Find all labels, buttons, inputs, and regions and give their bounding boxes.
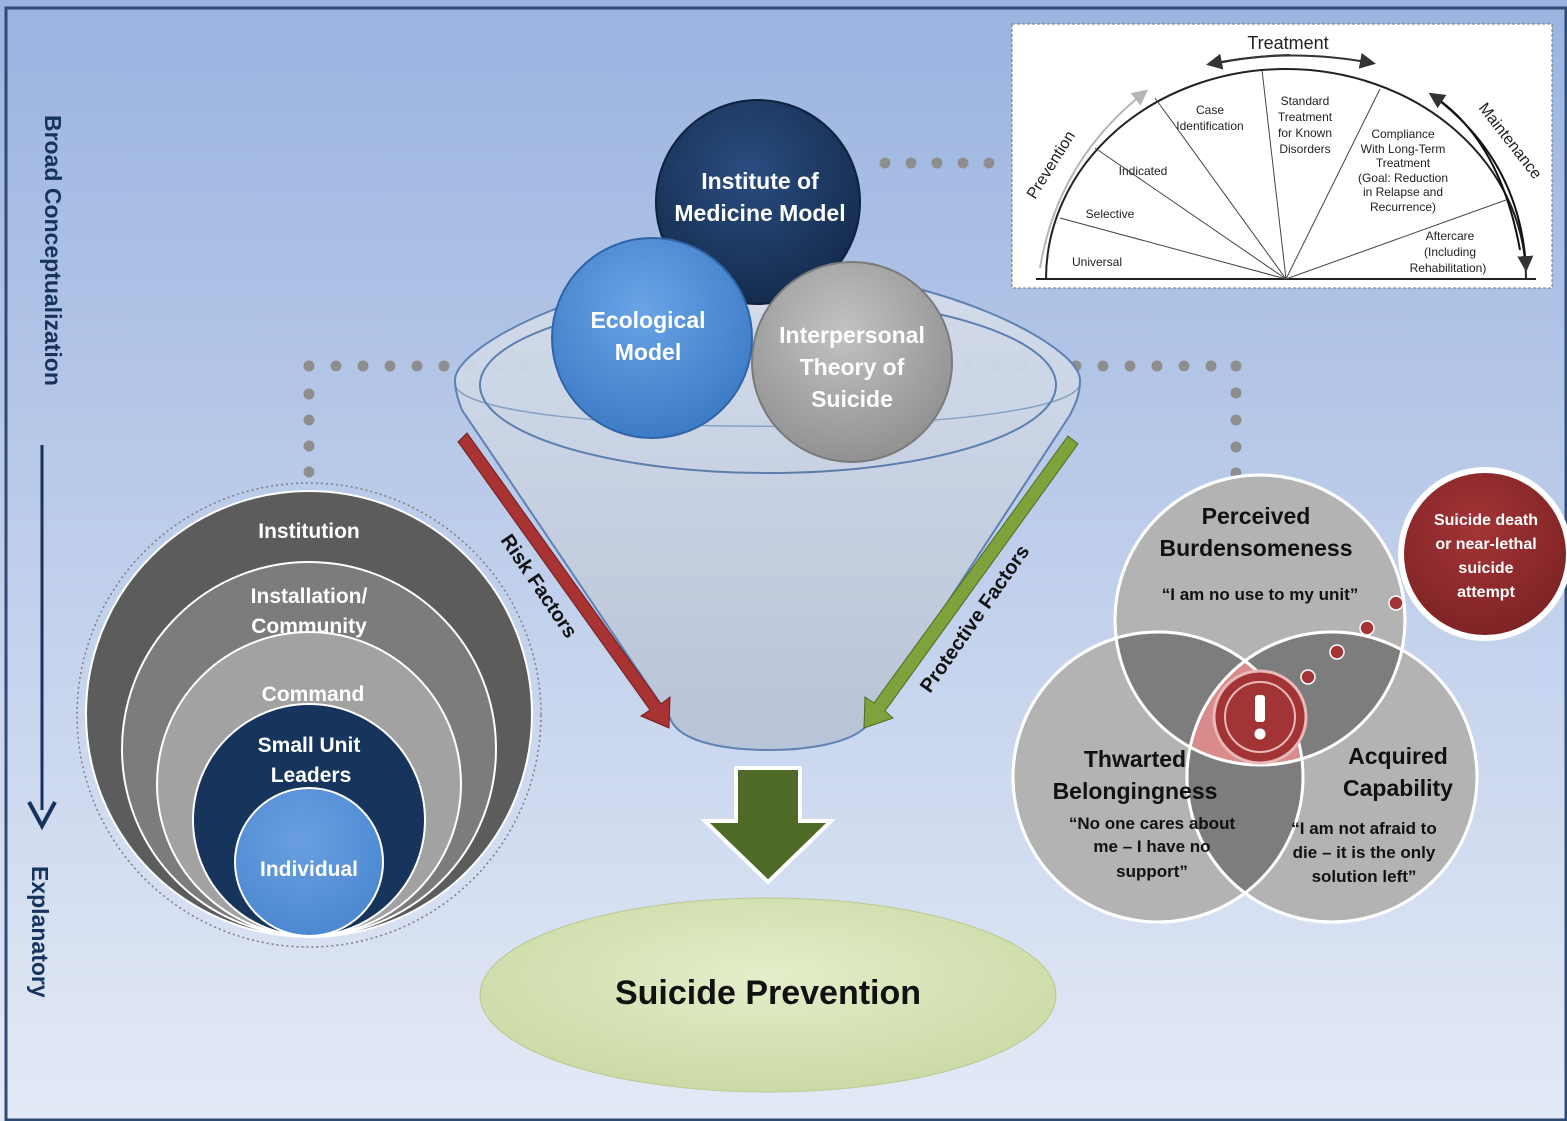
capability-title-line1: Acquired — [1348, 743, 1448, 769]
small-unit-line1: Small Unit — [258, 734, 361, 757]
interpersonal-line3: Suicide — [811, 386, 893, 412]
iom-model-circle — [655, 99, 861, 305]
universal-label: Universal — [1072, 255, 1122, 269]
axis-bottom-label: Explanatory — [27, 866, 53, 998]
individual-circle — [234, 787, 384, 937]
spectrum-dividers — [1059, 69, 1507, 280]
burdensomeness-title-line2: Burdensomeness — [1159, 535, 1352, 561]
compliance-line5: in Relapse and — [1363, 185, 1443, 199]
badge-circle — [1404, 473, 1566, 635]
institution-label: Institution — [258, 520, 359, 543]
ecological-outer-ring — [76, 482, 542, 948]
belongingness-quote-line3: support” — [1116, 862, 1188, 881]
iom-model-line2: Medicine Model — [674, 200, 845, 226]
belongingness-quote-line2: me – I have no — [1093, 837, 1210, 856]
compliance-line1: Compliance — [1371, 127, 1435, 141]
burdensomeness-quote: “I am no use to my unit” — [1162, 585, 1358, 604]
capability-quote-line2: die – it is the only — [1293, 843, 1436, 862]
belongingness-quote-line1: “No one cares about — [1069, 814, 1236, 833]
protective-arrow-icon — [863, 435, 1079, 729]
interpersonal-venn: Perceived Burdensomeness “I am no use to… — [1011, 473, 1479, 924]
risk-arrow-icon — [457, 432, 671, 729]
ecological-levels: Institution Installation/ Community Comm… — [76, 482, 542, 948]
suicide-prevention-ellipse — [479, 897, 1057, 1093]
individual-label: Individual — [260, 858, 358, 881]
funnel-rim-shadow — [454, 384, 1081, 427]
compliance-line3: Treatment — [1376, 156, 1431, 170]
interpersonal-line2: Theory of — [800, 354, 905, 380]
capability-quote-line3: solution left” — [1312, 867, 1417, 886]
suicide-prevention-label: Suicide Prevention — [615, 974, 921, 1012]
small-unit-line2: Leaders — [271, 764, 352, 787]
interpersonal-line1: Interpersonal — [779, 322, 925, 348]
compliance-line6: Recurrence) — [1370, 200, 1436, 214]
treatment-label: Treatment — [1247, 33, 1328, 53]
badge-line3: suicide — [1458, 560, 1513, 577]
badge-line1: Suicide death — [1434, 512, 1538, 529]
standard-treatment-line1: Standard — [1281, 94, 1330, 108]
down-arrow-icon — [700, 766, 836, 885]
ecological-line1: Ecological — [590, 307, 705, 333]
standard-treatment-line3: for Known — [1278, 126, 1332, 140]
installation-line1: Installation/ — [251, 585, 368, 608]
model-circles: Institute of Medicine Model Interpersona… — [551, 99, 953, 463]
burdensomeness-title-line1: Perceived — [1202, 503, 1311, 529]
maintenance-arrow-back-icon — [1428, 92, 1521, 251]
suicide-attempt-badge: Suicide death or near-lethal suicide att… — [1398, 467, 1567, 641]
compliance-line4: (Goal: Reduction — [1358, 171, 1448, 185]
escalation-dots — [1300, 595, 1404, 685]
ecological-model-circle — [551, 237, 753, 439]
axis-arrowhead-icon — [27, 801, 57, 831]
badge-line2: or near-lethal — [1435, 536, 1536, 553]
case-identification-line2: Identification — [1176, 119, 1243, 133]
aftercare-line1: Aftercare — [1426, 229, 1475, 243]
belongingness-title-line2: Belongingness — [1053, 778, 1218, 804]
indicated-label: Indicated — [1119, 164, 1168, 178]
command-label: Command — [262, 683, 365, 706]
ecological-line2: Model — [615, 339, 681, 365]
standard-treatment-line2: Treatment — [1278, 110, 1333, 124]
aftercare-line3: Rehabilitation) — [1410, 261, 1487, 275]
standard-treatment-line4: Disorders — [1279, 142, 1330, 156]
badge-line4: attempt — [1457, 584, 1515, 601]
case-identification-line1: Case — [1196, 103, 1224, 117]
compliance-line2: With Long-Term — [1361, 142, 1446, 156]
iom-spectrum-panel: Treatment Prevention Maintenance Univers… — [1011, 23, 1553, 289]
capability-quote-line1: “I am not afraid to — [1291, 819, 1436, 838]
spectrum-arc — [1045, 68, 1527, 280]
interpersonal-theory-circle — [751, 261, 953, 463]
exclamation-icon — [1212, 669, 1308, 765]
prevention-arrow-icon — [1039, 89, 1149, 269]
belongingness-title-line1: Thwarted — [1084, 746, 1186, 772]
treatment-arrow-left-icon — [1206, 53, 1291, 70]
selective-label: Selective — [1086, 207, 1135, 221]
aftercare-line2: (Including — [1424, 245, 1476, 259]
installation-line2: Community — [251, 615, 367, 638]
conceptualization-axis: Broad Conceptualization Explanatory — [27, 115, 66, 998]
capability-title-line2: Capability — [1343, 775, 1453, 801]
axis-top-label: Broad Conceptualization — [40, 115, 66, 386]
iom-model-line1: Institute of — [701, 168, 819, 194]
